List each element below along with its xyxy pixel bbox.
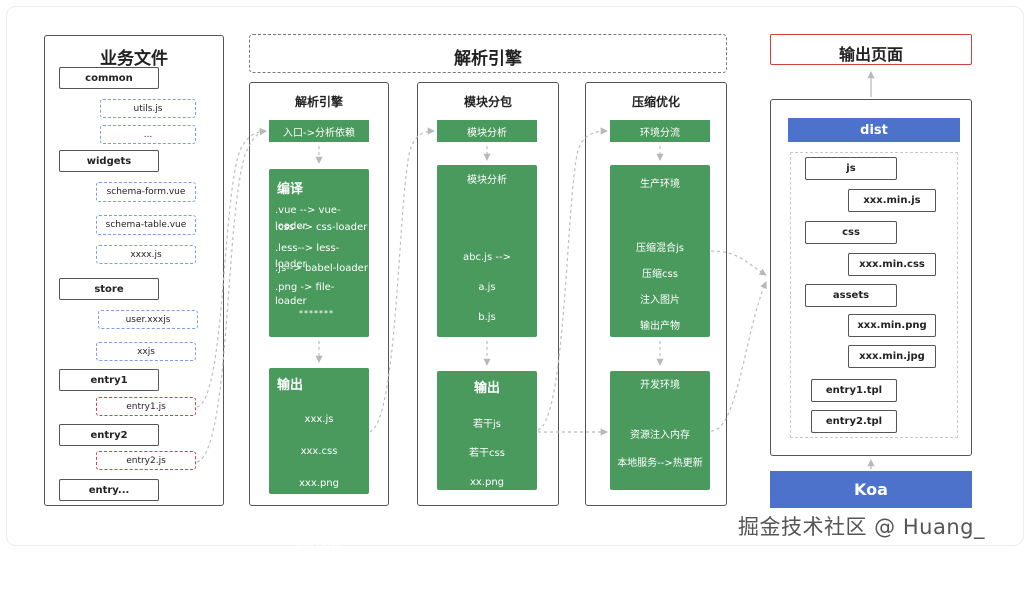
common-more-file: ... xyxy=(100,125,196,144)
dist-js-folder: js xyxy=(805,157,897,180)
entry-more-folder: entry... xyxy=(59,479,159,501)
dist-jpg-file: xxx.min.jpg xyxy=(848,345,936,368)
koa-server: Koa xyxy=(770,471,972,508)
parse-output-title: 输出 xyxy=(277,378,304,393)
split-output-list: 若干js 若干css xx.png entry1.tpl entry2.tpl xyxy=(437,403,537,563)
compile-line-js: .js--> babel-loader xyxy=(275,263,368,274)
business-files-title: 业务文件 xyxy=(100,49,168,69)
entry1-folder: entry1 xyxy=(59,369,159,391)
parse-output-item: entry1.tpl xyxy=(294,538,344,549)
prod-env-item: 注入图片 xyxy=(640,295,680,306)
module-analysis-item: b.js xyxy=(478,312,496,323)
entry2-to-parse-connector xyxy=(196,128,267,463)
split-output-item: xx.png xyxy=(469,476,505,488)
entry-analysis-step: 入口->分析依赖 xyxy=(269,120,369,142)
dist-assets-folder: assets xyxy=(805,284,897,307)
split-output-item: 若干js xyxy=(473,418,501,430)
parse-output-item: entry2,tpl xyxy=(294,570,344,581)
dist-bar: dist xyxy=(788,118,960,142)
schema-form-file: schema-form.vue xyxy=(96,182,196,202)
split-to-compress-connector xyxy=(537,127,608,431)
parse-output-item: ... xyxy=(314,508,324,519)
module-analysis-title: 模块分析 xyxy=(467,175,507,186)
compile-block: 编译 .vue --> vue-loader .css --> css-load… xyxy=(269,169,369,337)
user-store-file: user.xxxjs xyxy=(98,310,198,329)
parse-to-split-connector xyxy=(369,127,435,433)
split-panel-title: 模块分包 xyxy=(463,95,512,109)
compile-line-less: .less--> less-loader xyxy=(275,243,340,270)
compile-line-png: .png -> file-loader xyxy=(275,282,335,307)
split-output-title: 输出 xyxy=(473,381,500,396)
parse-panel-title: 解析引擎 xyxy=(294,95,343,109)
store-folder: store xyxy=(59,278,159,300)
dev-env-item: 资源注入内存 xyxy=(630,430,690,441)
compile-more: ******* xyxy=(299,309,334,318)
parse-output-item: xxx.png xyxy=(299,478,339,489)
prod-env-block: 生产环境 压缩混合js 压缩css 注入图片 输出产物 xyxy=(610,165,710,337)
compile-line-vue: .vue --> vue-loader xyxy=(275,205,341,232)
engine-header xyxy=(249,34,727,73)
split-output-block: 输出 若干js 若干css xx.png entry1.tpl entry2.t… xyxy=(437,371,537,546)
parse-output-item: xxx.js xyxy=(304,414,334,425)
env-split-step: 环境分流 xyxy=(610,120,710,142)
xxxx-file: xxxx.js xyxy=(96,245,196,264)
dist-css-folder: css xyxy=(805,221,897,244)
dist-entry2-tpl: entry2.tpl xyxy=(811,410,897,433)
dist-js-min-file: xxx.min.js xyxy=(848,189,936,212)
dev-env-item: 本地服务-->热更新 xyxy=(617,458,703,469)
prod-env-list: 压缩混合js 压缩css 注入图片 输出产物 xyxy=(610,229,710,346)
schema-table-file: schema-table.vue xyxy=(96,215,196,235)
dev-env-title: 开发环境 xyxy=(640,380,680,391)
split-output-item: entry1.tpl xyxy=(462,505,512,517)
utils-file: utils.js xyxy=(100,99,196,118)
watermark: 掘金技术社区 @ Huang_ xyxy=(738,515,985,539)
dist-container xyxy=(790,152,958,438)
compress-panel-title: 压缩优化 xyxy=(631,95,680,109)
dist-css-min-file: xxx.min.css xyxy=(848,253,936,276)
dev-to-output-connector xyxy=(710,281,767,432)
compile-line-css: .css --> css-loader xyxy=(275,222,368,233)
widgets-folder: widgets xyxy=(59,150,159,172)
split-output-item: entry2.tpl xyxy=(462,534,512,546)
engine-title: 解析引擎 xyxy=(454,49,522,69)
dev-env-block: 开发环境 资源注入内存 本地服务-->热更新 xyxy=(610,371,710,490)
dist-entry1-tpl: entry1.tpl xyxy=(811,379,897,402)
connector-layer xyxy=(196,71,875,469)
entry2-js-file: entry2.js xyxy=(96,451,196,470)
prod-env-item: 输出产物 xyxy=(640,321,680,332)
entry1-to-parse-connector xyxy=(196,127,267,408)
module-analysis-item: abc.js --> xyxy=(463,252,511,263)
output-page-title: 输出页面 xyxy=(838,45,903,64)
split-output-item: 若干css xyxy=(469,447,505,459)
module-analysis-step: 模块分析 xyxy=(437,120,537,142)
dist-png-file: xxx.min.png xyxy=(848,314,936,337)
parse-output-item: xxx.css xyxy=(300,446,338,457)
prod-to-output-connector xyxy=(710,250,767,276)
xxjs-file: xxjs xyxy=(96,342,196,361)
prod-env-item: 压缩混合js xyxy=(636,243,684,254)
entry2-folder: entry2 xyxy=(59,424,159,446)
dev-env-list: 资源注入内存 本地服务-->热更新 xyxy=(610,415,710,485)
common-folder: common xyxy=(59,67,159,89)
compile-title: 编译 xyxy=(277,182,304,197)
prod-env-item: 压缩css xyxy=(642,269,678,280)
prod-env-title: 生产环境 xyxy=(640,179,680,190)
output-page-header xyxy=(770,34,972,65)
module-analysis-item: a.js xyxy=(478,282,496,293)
entry1-js-file: entry1.js xyxy=(96,397,196,416)
